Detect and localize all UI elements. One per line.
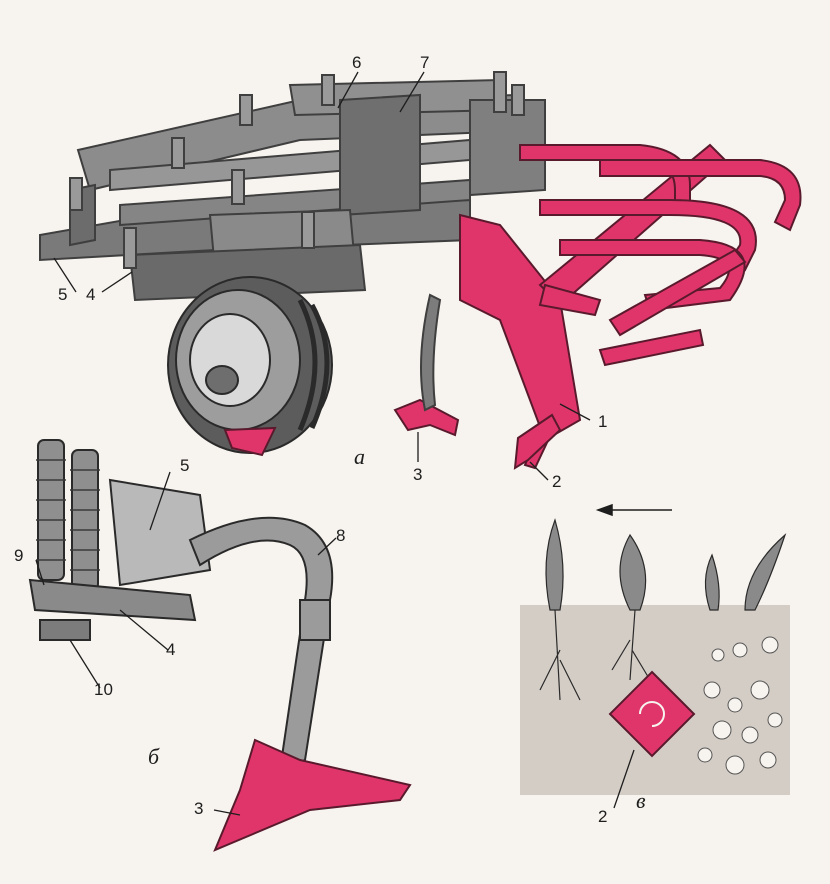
panel-letter-c: в xyxy=(636,788,646,813)
mount-bracket xyxy=(28,439,212,641)
panel-letter-b: б xyxy=(148,744,160,769)
label-a-1: 1 xyxy=(598,412,608,431)
label-a-7: 7 xyxy=(420,53,430,72)
label-b-10: 10 xyxy=(94,680,113,699)
label-a-4: 4 xyxy=(86,285,96,304)
leader-line-c xyxy=(613,749,635,809)
tine-shank-1 xyxy=(459,213,582,442)
panel-a-cultivator xyxy=(39,71,802,481)
soil-clods xyxy=(697,636,783,775)
weeds xyxy=(545,518,787,611)
leader-lines-a xyxy=(53,71,591,481)
leader-lines-b xyxy=(35,471,337,816)
working-parts xyxy=(223,143,802,470)
direction-arrow-icon xyxy=(595,503,672,517)
rotation-arrow-icon xyxy=(639,701,665,727)
label-a-6: 6 xyxy=(352,53,362,72)
tine-shank-3 xyxy=(420,293,442,412)
label-b-4: 4 xyxy=(166,640,176,659)
label-a-5: 5 xyxy=(58,285,68,304)
label-b-5: 5 xyxy=(180,456,190,475)
label-c-2: 2 xyxy=(598,807,608,826)
tine-cross-section xyxy=(608,670,696,758)
panel-c-soil-section xyxy=(520,503,790,809)
panel-b-tine-detail xyxy=(28,439,412,852)
spring-tine xyxy=(188,516,334,772)
wheel xyxy=(167,276,333,454)
label-a-2: 2 xyxy=(552,472,562,491)
weed-roots xyxy=(539,609,651,701)
label-b-8: 8 xyxy=(336,526,346,545)
frame xyxy=(39,71,546,302)
label-b-3: 3 xyxy=(194,799,204,818)
sweep-share xyxy=(213,738,412,852)
panel-letter-a: а xyxy=(354,444,365,469)
label-b-9: 9 xyxy=(14,546,24,565)
label-a-3: 3 xyxy=(413,465,423,484)
